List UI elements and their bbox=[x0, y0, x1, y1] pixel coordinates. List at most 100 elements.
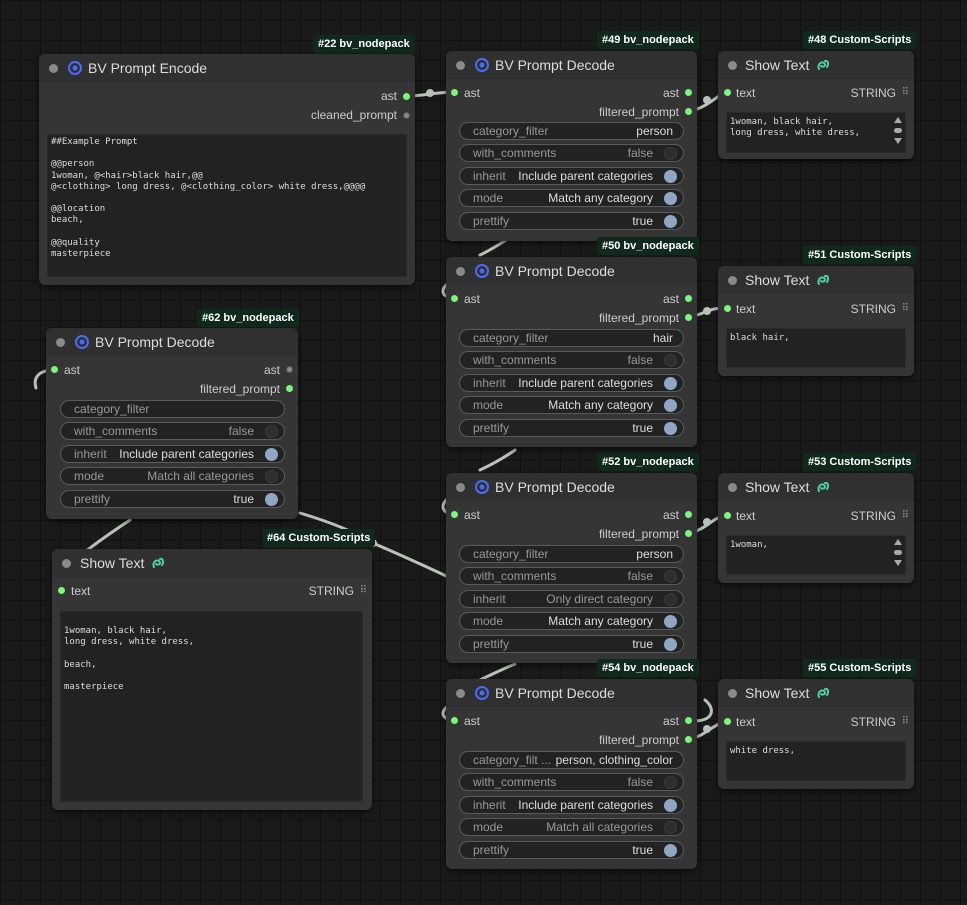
textarea-scrollbar[interactable] bbox=[893, 539, 903, 566]
mode-widget[interactable]: mode Match all categories bbox=[60, 467, 285, 485]
collapse-dot-icon[interactable] bbox=[456, 267, 465, 276]
node-show-text[interactable]: Show Text text STRING ⠿ 1woman, bbox=[718, 473, 914, 583]
with-comments-widget[interactable]: with_comments false bbox=[459, 567, 684, 585]
node-bv-prompt-decode[interactable]: BV Prompt Decode ast ast filtered_prompt… bbox=[446, 473, 697, 663]
collapse-dot-icon[interactable] bbox=[49, 64, 58, 73]
input-slot-ast[interactable] bbox=[451, 717, 458, 724]
output-slot-filtered-prompt[interactable] bbox=[685, 530, 692, 537]
node-header[interactable]: BV Prompt Decode bbox=[446, 473, 697, 501]
output-textarea[interactable]: white dress, bbox=[726, 741, 906, 781]
node-header[interactable]: Show Text bbox=[718, 473, 914, 501]
mode-widget[interactable]: mode Match all categories bbox=[459, 818, 684, 836]
input-slot-ast[interactable] bbox=[451, 295, 458, 302]
output-textarea[interactable]: 1woman, black hair, long dress, white dr… bbox=[60, 611, 363, 802]
prompt-textarea[interactable]: ##Example Prompt @@person 1woman, @<hair… bbox=[47, 134, 407, 277]
input-slot-ast[interactable] bbox=[451, 89, 458, 96]
prettify-widget[interactable]: prettify true bbox=[459, 635, 684, 653]
input-slot-ast[interactable] bbox=[51, 366, 58, 373]
node-header[interactable]: BV Prompt Decode bbox=[446, 51, 697, 79]
node-bv-prompt-decode[interactable]: BV Prompt Decode ast ast filtered_prompt… bbox=[446, 51, 697, 241]
scroll-up-icon[interactable] bbox=[894, 539, 902, 545]
with-comments-widget[interactable]: with_comments false bbox=[459, 351, 684, 369]
pysssss-snake-icon bbox=[817, 481, 830, 492]
collapse-dot-icon[interactable] bbox=[56, 338, 65, 347]
scroll-thumb[interactable] bbox=[894, 550, 902, 555]
inherit-widget[interactable]: inherit Include parent categories bbox=[459, 167, 684, 185]
inherit-widget[interactable]: inherit Include parent categories bbox=[60, 445, 285, 463]
category-filter-widget[interactable]: category_filter person bbox=[459, 122, 684, 140]
output-slot-cleaned-prompt[interactable] bbox=[403, 112, 410, 119]
scroll-thumb[interactable] bbox=[894, 128, 902, 133]
output-slot-filtered-prompt[interactable] bbox=[685, 736, 692, 743]
textarea-scrollbar[interactable] bbox=[893, 117, 903, 144]
node-header[interactable]: BV Prompt Decode bbox=[446, 257, 697, 285]
output-slot-ast[interactable] bbox=[286, 366, 293, 373]
node-header[interactable]: BV Prompt Decode bbox=[446, 679, 697, 707]
category-filter-widget[interactable]: category_filter hair bbox=[459, 329, 684, 347]
collapse-dot-icon[interactable] bbox=[728, 483, 737, 492]
output-label-ast: ast bbox=[380, 89, 397, 103]
mode-widget[interactable]: mode Match any category bbox=[459, 396, 684, 414]
toggle-knob bbox=[664, 593, 677, 606]
inherit-widget[interactable]: inherit Only direct category bbox=[459, 590, 684, 608]
node-header[interactable]: BV Prompt Decode bbox=[46, 328, 298, 356]
node-bv-prompt-encode[interactable]: BV Prompt Encode ast cleaned_prompt ##Ex… bbox=[39, 54, 415, 285]
prettify-widget[interactable]: prettify true bbox=[60, 490, 285, 508]
category-filter-widget[interactable]: category_filter bbox=[60, 400, 285, 418]
category-filter-widget[interactable]: category_filter person bbox=[459, 545, 684, 563]
output-textarea[interactable]: 1woman, bbox=[726, 535, 906, 575]
input-slot-text[interactable] bbox=[58, 587, 65, 594]
scroll-down-icon[interactable] bbox=[894, 560, 902, 566]
output-textarea[interactable]: 1woman, black hair, long dress, white dr… bbox=[726, 112, 906, 153]
output-slot-filtered-prompt[interactable] bbox=[685, 108, 692, 115]
with-comments-widget[interactable]: with_comments false bbox=[459, 773, 684, 791]
node-header[interactable]: BV Prompt Encode bbox=[39, 54, 415, 82]
output-slot-ast[interactable] bbox=[685, 717, 692, 724]
output-slot-filtered-prompt[interactable] bbox=[286, 385, 293, 392]
node-header[interactable]: Show Text bbox=[52, 549, 372, 577]
output-label-ast: ast bbox=[662, 714, 679, 728]
prettify-widget[interactable]: prettify true bbox=[459, 212, 684, 230]
input-slot-text[interactable] bbox=[724, 89, 731, 96]
with-comments-widget[interactable]: with_comments false bbox=[60, 422, 285, 440]
output-slot-ast[interactable] bbox=[685, 89, 692, 96]
node-show-text[interactable]: Show Text text STRING ⠿ 1woman, black ha… bbox=[718, 51, 914, 159]
mode-widget[interactable]: mode Match any category bbox=[459, 189, 684, 207]
inherit-widget[interactable]: inherit Include parent categories bbox=[459, 796, 684, 814]
input-slot-text[interactable] bbox=[724, 718, 731, 725]
node-show-text[interactable]: Show Text text STRING ⠿ black hair, bbox=[718, 266, 914, 376]
scroll-up-icon[interactable] bbox=[894, 117, 902, 123]
output-slot-ast[interactable] bbox=[685, 295, 692, 302]
node-show-text[interactable]: Show Text text STRING ⠿ 1woman, black ha… bbox=[52, 549, 372, 810]
collapse-dot-icon[interactable] bbox=[728, 276, 737, 285]
prettify-widget[interactable]: prettify true bbox=[459, 419, 684, 437]
output-slot-ast[interactable] bbox=[403, 93, 410, 100]
output-textarea[interactable]: black hair, bbox=[726, 328, 906, 368]
collapse-dot-icon[interactable] bbox=[456, 689, 465, 698]
collapse-dot-icon[interactable] bbox=[456, 483, 465, 492]
collapse-dot-icon[interactable] bbox=[728, 61, 737, 70]
output-slot-filtered-prompt[interactable] bbox=[685, 314, 692, 321]
prettify-widget[interactable]: prettify true bbox=[459, 841, 684, 859]
inherit-widget[interactable]: inherit Include parent categories bbox=[459, 374, 684, 392]
node-header[interactable]: Show Text bbox=[718, 266, 914, 294]
node-show-text[interactable]: Show Text text STRING ⠿ white dress, bbox=[718, 679, 914, 789]
input-slot-text[interactable] bbox=[724, 512, 731, 519]
node-bv-prompt-decode[interactable]: BV Prompt Decode ast ast filtered_prompt… bbox=[446, 679, 697, 869]
input-slot-ast[interactable] bbox=[451, 511, 458, 518]
category-filter-widget[interactable]: category_filt ... person, clothing_color bbox=[459, 751, 684, 769]
node-header[interactable]: Show Text bbox=[718, 51, 914, 79]
collapse-dot-icon[interactable] bbox=[728, 689, 737, 698]
node-bv-prompt-decode[interactable]: BV Prompt Decode ast ast filtered_prompt… bbox=[46, 328, 298, 519]
toggle-knob bbox=[664, 638, 677, 651]
output-slot-ast[interactable] bbox=[685, 511, 692, 518]
node-title: Show Text bbox=[745, 685, 810, 701]
scroll-down-icon[interactable] bbox=[894, 138, 902, 144]
mode-widget[interactable]: mode Match any category bbox=[459, 612, 684, 630]
input-slot-text[interactable] bbox=[724, 305, 731, 312]
with-comments-widget[interactable]: with_comments false bbox=[459, 144, 684, 162]
node-bv-prompt-decode[interactable]: BV Prompt Decode ast ast filtered_prompt… bbox=[446, 257, 697, 447]
node-header[interactable]: Show Text bbox=[718, 679, 914, 707]
collapse-dot-icon[interactable] bbox=[456, 61, 465, 70]
collapse-dot-icon[interactable] bbox=[62, 559, 71, 568]
